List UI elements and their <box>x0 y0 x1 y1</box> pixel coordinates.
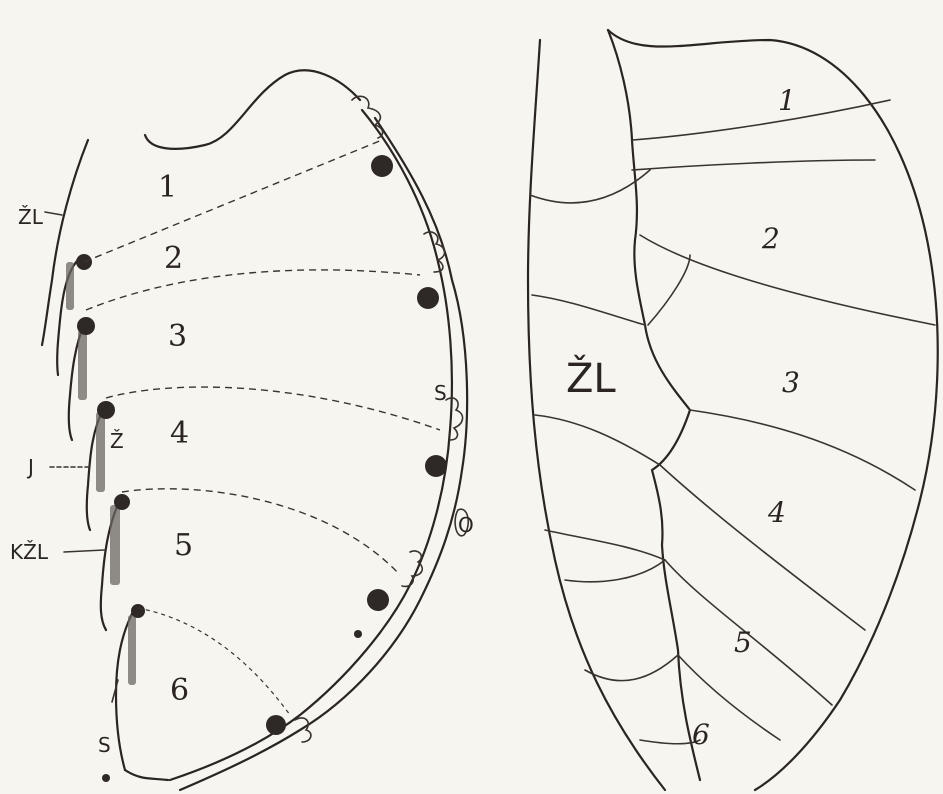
boundary-6 <box>690 410 915 490</box>
left-inner-wall <box>170 110 452 780</box>
right-segment-label-1: 1 <box>778 84 796 117</box>
plate-5 <box>110 505 120 585</box>
dash-line-5 <box>138 608 290 715</box>
right-outer-right <box>608 30 938 790</box>
label-kzl: KŽL <box>10 540 49 564</box>
boundary-9 <box>545 530 665 560</box>
boundary-12 <box>585 655 678 681</box>
right-outer-left <box>528 40 665 790</box>
membrane-3 <box>446 398 463 440</box>
label-zl: ŽL <box>18 205 44 229</box>
boundary-5 <box>648 255 690 325</box>
left-segment-label-3: 3 <box>168 319 187 354</box>
boundary-4 <box>532 295 645 325</box>
membrane-2 <box>424 232 445 272</box>
left-wall-6-tail <box>125 770 168 780</box>
dash-line-2 <box>86 270 420 310</box>
spiracle-right-4 <box>367 589 389 611</box>
label-j: J <box>26 455 34 479</box>
spiracle-right-5 <box>266 715 286 735</box>
tick-kzl <box>64 550 104 552</box>
spiracle-left-5 <box>114 494 130 510</box>
left-segment-label-4: 4 <box>170 416 189 451</box>
small-dot-bottom <box>102 774 110 782</box>
right-segment-label-4: 4 <box>767 496 786 529</box>
right-segment-label-3: 3 <box>782 366 800 399</box>
boundary-11 <box>565 560 665 582</box>
membrane-5 <box>295 718 311 742</box>
dash-line-4 <box>122 489 400 575</box>
plate-3 <box>78 330 87 400</box>
right-figure: 1 2 3 4 5 6 ŽL <box>528 30 938 790</box>
small-dot <box>354 630 362 638</box>
right-center-label: ŽL <box>566 354 616 402</box>
left-segment-label-1: 1 <box>158 170 177 205</box>
dash-line-3 <box>106 387 440 430</box>
dash-line-1 <box>84 140 382 262</box>
left-segment-label-2: 2 <box>164 241 183 276</box>
left-top-outline <box>145 70 360 149</box>
boundary-3 <box>640 235 935 325</box>
spiracle-right-1 <box>371 155 393 177</box>
boundary-1 <box>632 100 890 140</box>
label-o: O <box>458 513 474 537</box>
spiracle-left-4 <box>97 401 115 419</box>
left-segment-label-5: 5 <box>174 528 193 563</box>
boundary-7 <box>535 415 660 465</box>
spiracle-left-6 <box>131 604 145 618</box>
boundary-8 <box>660 465 865 630</box>
spiracle-right-2 <box>417 287 439 309</box>
left-segment-label-6: 6 <box>170 673 189 708</box>
label-s-bottom: S <box>98 733 111 757</box>
left-wall-1 <box>42 140 88 345</box>
right-segment-label-5: 5 <box>734 626 752 659</box>
tick-zl <box>45 212 62 215</box>
plate-4 <box>96 412 105 492</box>
boundary-2 <box>530 170 650 203</box>
right-segment-label-6: 6 <box>692 718 710 751</box>
spiracle-left-3 <box>77 317 95 335</box>
left-figure: 1 2 3 4 5 6 ŽL J Ž KŽL S O S <box>10 70 474 790</box>
plate-6 <box>128 615 136 685</box>
spiracle-right-3 <box>425 455 447 477</box>
right-segment-label-2: 2 <box>761 222 780 255</box>
label-z: Ž <box>110 429 124 453</box>
right-inner-divider <box>608 30 700 780</box>
plate-2 <box>66 262 74 310</box>
label-s-right: S <box>434 381 447 405</box>
boundary-1b <box>632 160 875 170</box>
